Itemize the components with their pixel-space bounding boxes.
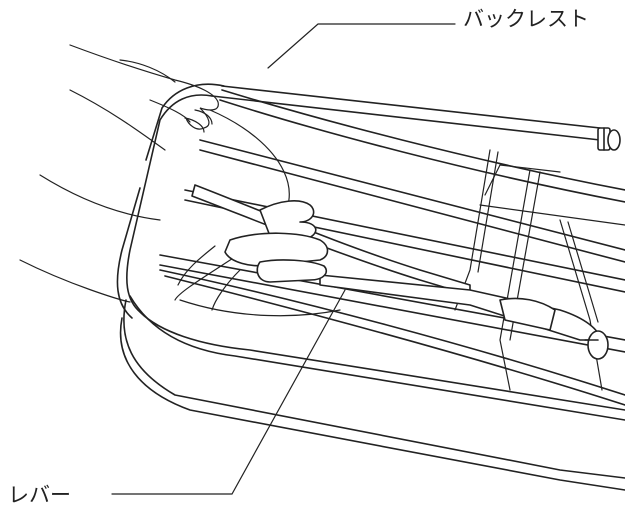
lever-label: レバー bbox=[8, 483, 71, 507]
backrest-frame bbox=[116, 83, 625, 411]
left-hand-top bbox=[69, 44, 219, 151]
lever-leader bbox=[111, 289, 346, 495]
backrest-label: バックレスト bbox=[463, 7, 589, 31]
leader-lines bbox=[111, 23, 456, 495]
backrest-leader bbox=[267, 23, 456, 69]
right-hand-lever bbox=[19, 174, 329, 311]
frame-lower-contours bbox=[119, 295, 625, 491]
